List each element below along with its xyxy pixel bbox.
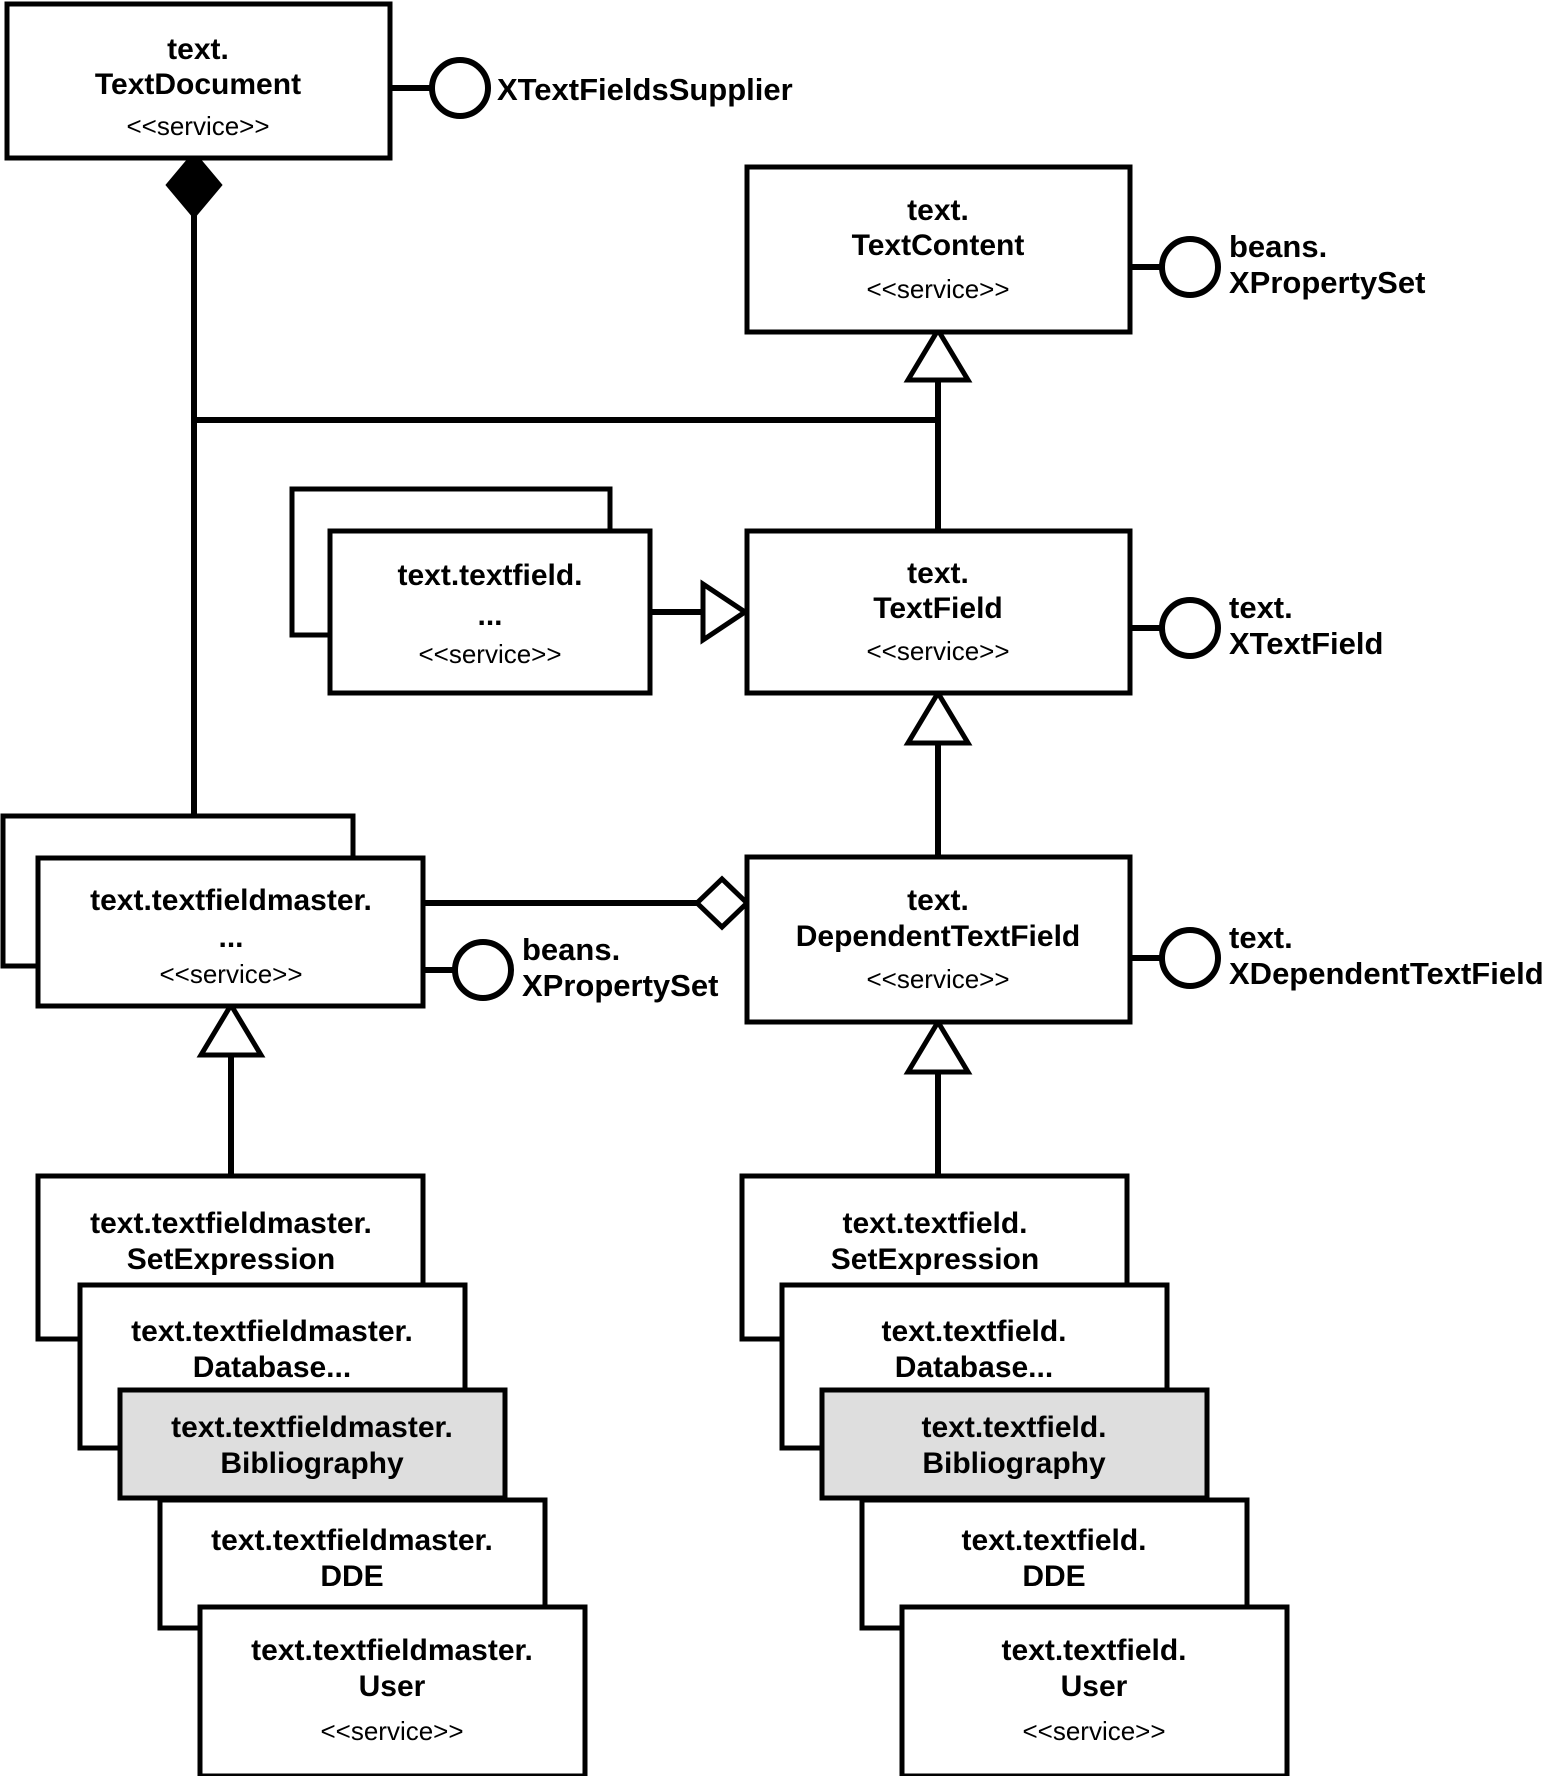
class-name-line2: DependentTextField [796,920,1080,953]
interface-label-line1: beans. [1229,229,1327,264]
class-name-line1: text.textfield. [961,1524,1146,1557]
composition-diamond [165,150,223,220]
class-stereotype: <<service>> [1022,1716,1165,1746]
interface-label-line2: XTextField [1229,626,1383,661]
class-name-line1: text. [907,194,969,227]
class-name-line1: text.textfield. [1001,1634,1186,1667]
interface-circle-icon [1159,236,1221,298]
class-name-line1: text. [907,884,969,917]
class-name-line1: text. [907,557,969,590]
class-stereotype: <<service>> [866,636,1009,666]
class-name-line2: ... [218,921,243,954]
relation-composition-document-master [165,150,223,816]
class-stereotype: <<service>> [159,959,302,989]
class-name-line2: User [359,1670,426,1703]
interface-x-text-fields-supplier[interactable]: XTextFieldsSupplier [429,57,793,119]
interface-beans-xpropertyset-content[interactable]: beans. XPropertySet [1159,229,1425,300]
class-box-text-document[interactable]: text. TextDocument <<service>> [4,1,393,161]
generalization-arrowhead [903,325,973,383]
generalization-arrowhead-4 [903,1017,973,1075]
class-name-line2: User [1061,1670,1128,1703]
class-name-line2: SetExpression [127,1243,335,1276]
interface-text-xdependenttextfield[interactable]: text. XDependentTextField [1159,920,1544,991]
class-box-textfield-generic[interactable]: text.textfield. ... <<service>> [327,528,653,696]
interface-label-line2: XPropertySet [1229,265,1425,300]
interface-circle-icon [429,57,491,119]
class-stereotype: <<service>> [126,111,269,141]
class-name-line1: text.textfield. [397,559,582,592]
interface-circle-icon [452,939,514,1001]
class-name-line2: DDE [1022,1560,1085,1593]
class-box-textfieldmaster-bibliography[interactable]: text.textfieldmaster. Bibliography [117,1387,508,1501]
class-box-textfieldmaster-user[interactable]: text.textfieldmaster. User <<service>> [197,1604,588,1776]
interface-beans-xpropertyset-master[interactable]: beans. XPropertySet [452,932,718,1003]
class-name-line2: Database... [895,1351,1053,1384]
class-stereotype: <<service>> [866,964,1009,994]
class-name-line1: text.textfieldmaster. [211,1524,493,1557]
class-box-text-content[interactable]: text. TextContent <<service>> [744,164,1133,335]
interface-circle-icon [1159,597,1221,659]
class-name-line1: text.textfieldmaster. [90,884,372,917]
relation-generalization-textfield-textcontent [194,325,973,531]
relation-aggregation-dependent-master [423,875,751,931]
class-name-line2: SetExpression [831,1243,1039,1276]
class-box-textfield-user[interactable]: text.textfield. User <<service>> [899,1604,1290,1776]
class-box-dependent-textfield[interactable]: text. DependentTextField <<service>> [744,854,1133,1025]
interface-text-xtextfield[interactable]: text. XTextField [1159,590,1383,661]
interface-label-line1: text. [1229,590,1293,625]
relation-generalization-field-stack [903,1017,973,1176]
class-box-textfieldmaster-generic[interactable]: text.textfieldmaster. ... <<service>> [35,855,426,1009]
class-name-line2: Bibliography [922,1447,1106,1480]
class-name-line2: ... [477,599,502,632]
class-stereotype: <<service>> [320,1716,463,1746]
class-name-line2: TextDocument [95,68,301,101]
class-box-text-textfield[interactable]: text. TextField <<service>> [744,528,1133,696]
relation-generalization-master-stack [196,1000,266,1176]
class-name-line2: TextField [873,592,1002,625]
aggregation-diamond [693,875,751,931]
class-stereotype: <<service>> [866,274,1009,304]
generalization-arrowhead-3 [196,1000,266,1058]
class-name-line1: text.textfield. [881,1315,1066,1348]
class-name-line1: text.textfieldmaster. [251,1634,533,1667]
class-name-line2: Bibliography [220,1447,404,1480]
generalization-arrowhead-2 [903,688,973,746]
class-name-line1: text.textfield. [842,1207,1027,1240]
interface-label-line1: text. [1229,920,1293,955]
class-name-line1: text. [167,33,229,66]
interface-circle-icon [1159,927,1221,989]
class-name-line1: text.textfield. [921,1411,1106,1444]
relation-realization-textfield-generic [650,579,750,645]
class-name-line1: text.textfieldmaster. [90,1207,372,1240]
relation-generalization-dependent-textfield [903,688,973,857]
class-name-line2: Database... [193,1351,351,1384]
class-name-line2: DDE [320,1560,383,1593]
class-name-line2: TextContent [852,229,1025,262]
interface-label-line1: beans. [522,932,620,967]
class-name-line1: text.textfieldmaster. [131,1315,413,1348]
class-name-line1: text.textfieldmaster. [171,1411,453,1444]
class-box-textfield-bibliography[interactable]: text.textfield. Bibliography [819,1387,1210,1501]
interface-label-line2: XPropertySet [522,968,718,1003]
interface-label-line1: XTextFieldsSupplier [497,72,793,107]
realization-arrowhead [700,579,750,645]
interface-label-line2: XDependentTextField [1229,956,1544,991]
class-stereotype: <<service>> [418,639,561,669]
